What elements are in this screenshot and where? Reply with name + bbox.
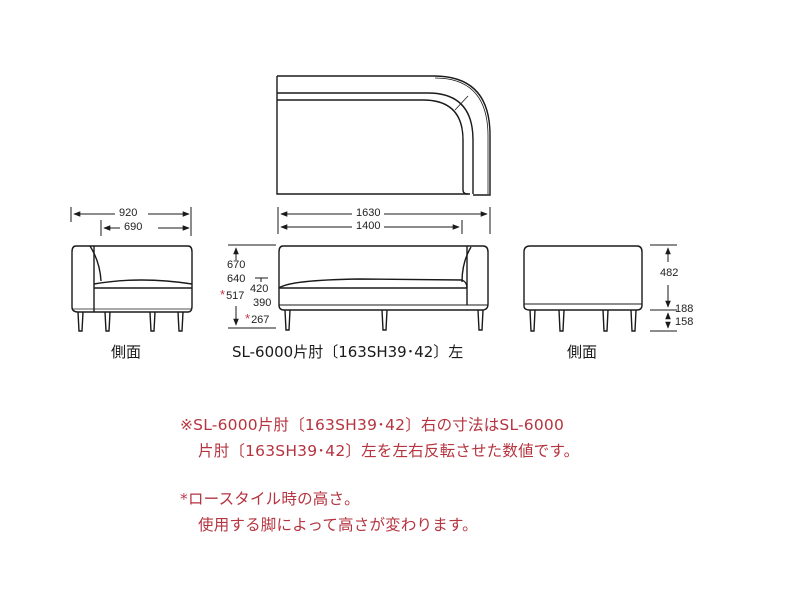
note-leg-height: 使用する脚によって高さが変わります。 [198, 516, 478, 534]
front-dimension-lines [228, 207, 491, 329]
note-mirror-line1: ※SL-6000片肘〔163SH39･42〕右の寸法はSL-6000 [180, 416, 565, 434]
dim-seat-420: 420 [249, 283, 270, 295]
dim-leg-188: 188 [675, 303, 694, 315]
note-mirror-line2: 片肘〔163SH39･42〕左を左右反転させた数値です。 [198, 442, 580, 460]
dim-overall-depth: 920 [118, 207, 139, 219]
dim-seat-depth: 690 [123, 221, 144, 233]
dim-height-640: 640 [226, 273, 247, 285]
dim-leg-158: 158 [675, 316, 694, 328]
left-dimension-lines [70, 207, 192, 236]
right-dimension-lines [650, 244, 677, 332]
note-low-style: *ロースタイル時の高さ。 [180, 490, 360, 508]
dim-inner-width: 1400 [355, 220, 382, 232]
dim-seat-267-low: 267 [244, 312, 271, 326]
note-low-style-text: ロースタイル時の高さ。 [187, 490, 360, 508]
dim-seat-390: 390 [252, 297, 273, 309]
dim-height-517-low: 517 [219, 288, 246, 302]
dim-overall-width: 1630 [355, 207, 382, 219]
front-view [278, 245, 489, 331]
caption-left-side: 側面 [111, 343, 142, 361]
right-side-view [523, 245, 643, 332]
dim-height-670: 670 [226, 259, 247, 271]
plan-view [276, 75, 491, 196]
caption-front-model: SL-6000片肘〔163SH39･42〕左 [232, 343, 464, 361]
asterisk-marker: * [180, 490, 188, 508]
left-side-view [71, 245, 193, 332]
dim-body-height: 482 [659, 267, 680, 279]
caption-right-side: 側面 [567, 343, 598, 361]
